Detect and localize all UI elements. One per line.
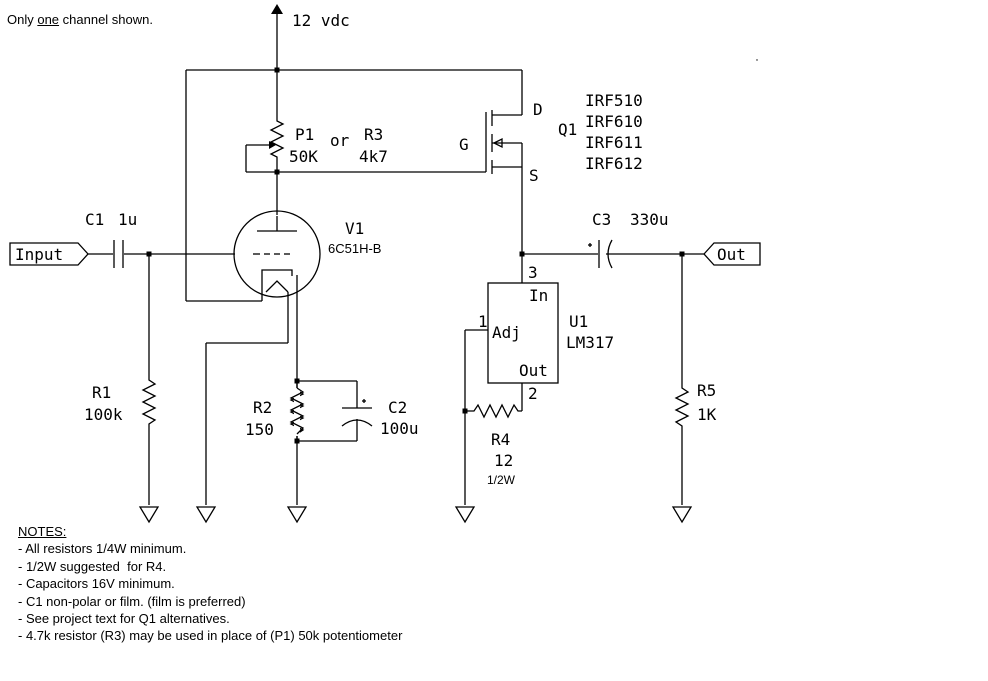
q1-pin-s: S bbox=[529, 166, 539, 185]
q1-part-3: IRF611 bbox=[585, 133, 643, 152]
resistor-R4 bbox=[465, 403, 522, 419]
input-port bbox=[9, 242, 89, 266]
c1-value: 1u bbox=[118, 210, 137, 229]
r4-power: 1/2W bbox=[487, 473, 516, 487]
u1-pin1: 1 bbox=[478, 312, 488, 331]
potentiometer-P1 bbox=[245, 110, 486, 215]
c2-ref: C2 bbox=[388, 398, 407, 417]
note-item: - All resistors 1/4W minimum. bbox=[18, 541, 187, 557]
output-port bbox=[703, 242, 761, 266]
note-item: - C1 non-polar or film. (film is preferr… bbox=[18, 593, 246, 609]
q1-part-1: IRF510 bbox=[585, 91, 643, 110]
input-port-label: Input bbox=[15, 245, 63, 264]
ground-r5 bbox=[671, 506, 693, 524]
u1-type: LM317 bbox=[566, 333, 614, 352]
ground-cathode bbox=[286, 506, 308, 524]
r5-value: 1K bbox=[697, 405, 717, 424]
header-note: Only one channel shown. bbox=[7, 12, 153, 27]
q1-part-2: IRF610 bbox=[585, 112, 643, 131]
q1-ref: Q1 bbox=[558, 120, 577, 139]
u1-pin2: 2 bbox=[528, 384, 538, 403]
supply-arrow bbox=[271, 4, 283, 110]
c1-ref: C1 bbox=[85, 210, 104, 229]
resistor-R1 bbox=[141, 254, 157, 505]
capacitor-C2 bbox=[297, 380, 373, 442]
q1-part-4: IRF612 bbox=[585, 154, 643, 173]
r3-ref: R3 bbox=[364, 125, 383, 144]
capacitor-C1 bbox=[88, 240, 235, 268]
ground-heater bbox=[195, 506, 217, 524]
note-item: - 1/2W suggested for R4. bbox=[18, 558, 167, 574]
mosfet-Q1 bbox=[485, 110, 523, 254]
p1-value: 50K bbox=[289, 147, 318, 166]
c2-value: 100u bbox=[380, 419, 419, 438]
r4-ref: R4 bbox=[491, 430, 510, 449]
v1-type: 6C51H-B bbox=[328, 241, 381, 256]
heater-wiring bbox=[205, 275, 300, 505]
notes-block: NOTES: - All resistors 1/4W minimum. - 1… bbox=[18, 523, 402, 645]
q1-pin-g: G bbox=[459, 135, 469, 154]
v1-ref: V1 bbox=[345, 219, 364, 238]
resistor-R5 bbox=[674, 254, 690, 505]
ground-symbols bbox=[138, 506, 693, 524]
r1-ref: R1 bbox=[92, 383, 111, 402]
p1-or: or bbox=[330, 131, 350, 150]
u1-pin-in: In bbox=[529, 286, 548, 305]
notes-title: NOTES: bbox=[18, 524, 67, 539]
r4-value: 12 bbox=[494, 451, 513, 470]
u1-ref: U1 bbox=[569, 312, 588, 331]
r2-ref: R2 bbox=[253, 398, 272, 417]
c3-value: 330u bbox=[630, 210, 669, 229]
supply-label: 12 vdc bbox=[292, 11, 350, 30]
top-rail bbox=[185, 67, 523, 302]
note-item: - See project text for Q1 alternatives. bbox=[18, 611, 230, 627]
ground-u1 bbox=[454, 506, 476, 524]
output-port-label: Out bbox=[717, 245, 746, 264]
q1-pin-d: D bbox=[533, 100, 543, 119]
u1-pin-out: Out bbox=[519, 361, 548, 380]
capacitor-C3 bbox=[519, 239, 704, 269]
r5-ref: R5 bbox=[697, 381, 716, 400]
u1-pin3: 3 bbox=[528, 263, 538, 282]
u1-pin-adj: Adj bbox=[492, 323, 521, 342]
r3-value: 4k7 bbox=[359, 147, 388, 166]
note-item: - Capacitors 16V minimum. bbox=[18, 576, 175, 592]
c3-ref: C3 bbox=[592, 210, 611, 229]
p1-ref: P1 bbox=[295, 125, 314, 144]
ground-r1 bbox=[138, 506, 160, 524]
r2-value: 150 bbox=[245, 420, 274, 439]
note-item: - 4.7k resistor (R3) may be used in plac… bbox=[18, 628, 403, 644]
vacuum-tube-V1 bbox=[233, 210, 321, 301]
resistor-R2 bbox=[289, 381, 305, 441]
r1-value: 100k bbox=[84, 405, 123, 424]
